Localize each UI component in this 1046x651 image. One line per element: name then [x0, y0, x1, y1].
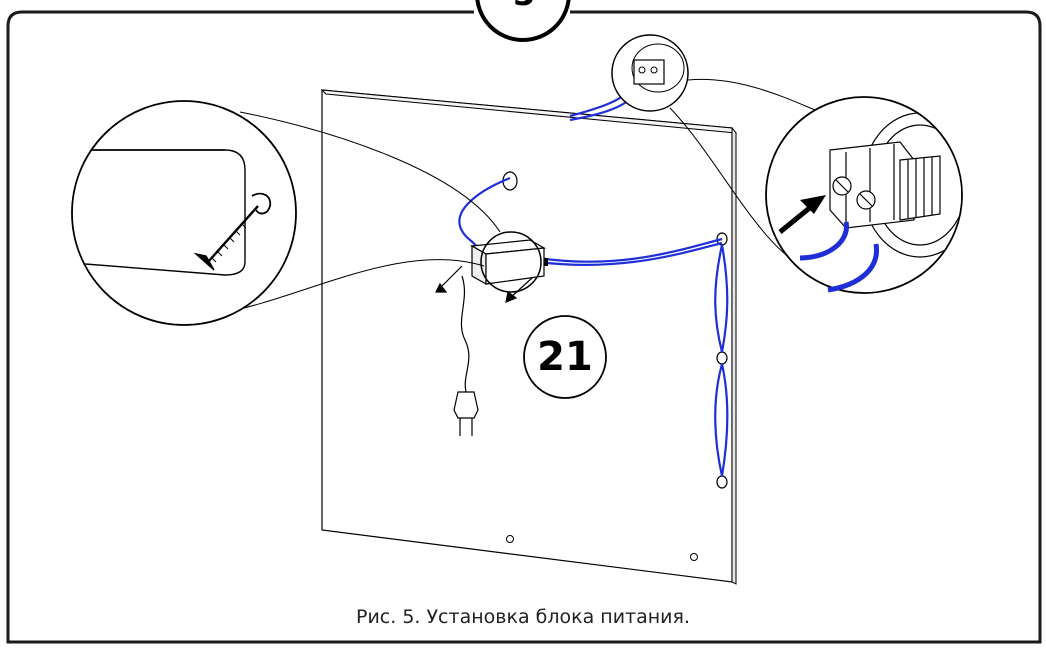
terminal-block-icon — [829, 141, 941, 229]
wire-clip — [716, 351, 728, 365]
panel-hole — [506, 535, 514, 543]
arrow-icon — [778, 195, 826, 234]
panel-hole — [690, 553, 698, 561]
wire-clips — [716, 232, 728, 489]
figure-caption: Рис. 5. Установка блока питания. — [355, 606, 690, 628]
wire-clip — [716, 475, 728, 489]
plug-icon — [453, 391, 479, 436]
mirror-panel — [320, 89, 738, 585]
detail-psu-bracket — [71, 100, 297, 326]
power-supply-unit — [470, 239, 548, 286]
part-number: 21 — [537, 334, 593, 380]
screw-icon — [435, 265, 463, 293]
magnifier-terminal — [611, 34, 689, 112]
step-number: 5 — [476, 0, 572, 16]
step-number-circle — [475, 0, 571, 42]
terminal-block-icon — [633, 59, 665, 85]
detail-terminal — [765, 96, 963, 294]
magnifier-psu — [480, 231, 542, 293]
wiring — [458, 85, 729, 477]
power-cord — [460, 275, 470, 393]
screw-icon — [832, 176, 876, 210]
wire-ends — [799, 221, 879, 293]
step-frame — [6, 10, 1042, 644]
screw-icon — [193, 205, 259, 271]
screw-icon — [505, 277, 533, 303]
part-number-circle — [523, 315, 607, 399]
callout-lines-left — [219, 111, 501, 314]
